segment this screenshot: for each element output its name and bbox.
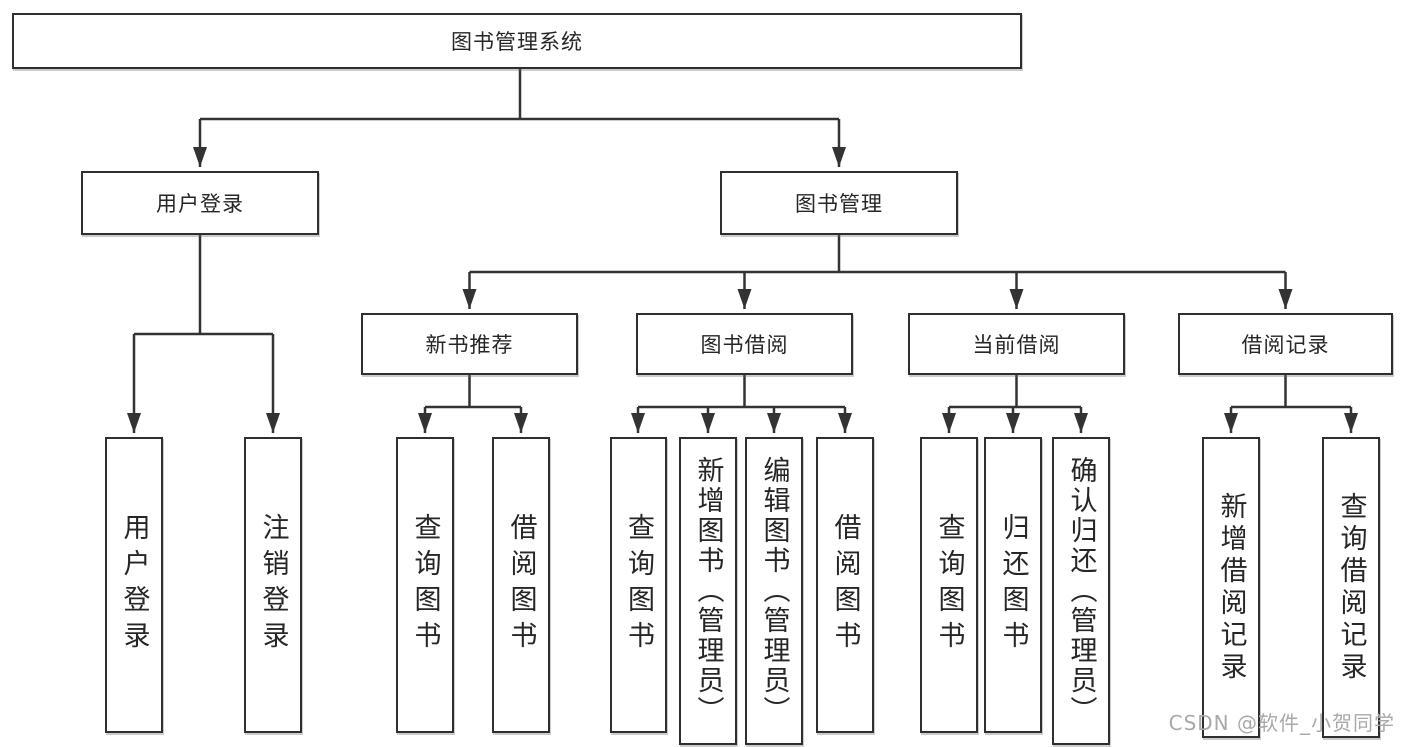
leaf-newbooks-query-books: 查询图书 xyxy=(396,437,454,733)
node-root-label: 图书管理系统 xyxy=(451,30,583,54)
node-book-borrow: 图书借阅 xyxy=(636,313,853,375)
leaf-return-books-label: 归还图书 xyxy=(997,513,1029,657)
current-borrow-group-connector xyxy=(942,375,1088,433)
leaf-confirm-return-admin: 确认归还（管理员） xyxy=(1052,437,1110,745)
node-book-mgmt-module-label: 图书管理 xyxy=(795,192,883,216)
borrow-records-group-connector xyxy=(1224,375,1358,433)
node-borrow-records: 借阅记录 xyxy=(1178,313,1393,375)
user-login-branch-connector xyxy=(127,235,280,433)
leaf-confirm-return-admin-label: 确认归还（管理员） xyxy=(1065,456,1097,726)
node-new-books: 新书推荐 xyxy=(361,313,578,375)
node-root-system: 图书管理系统 xyxy=(12,13,1022,69)
node-book-borrow-label: 图书借阅 xyxy=(700,333,789,357)
leaf-edit-books-admin-label: 编辑图书（管理员） xyxy=(758,456,790,726)
leaf-borrow-borrow-books: 借阅图书 xyxy=(816,437,874,733)
leaf-borrow-query-books-label: 查询图书 xyxy=(623,513,654,657)
node-book-mgmt-module: 图书管理 xyxy=(720,171,958,235)
node-new-books-label: 新书推荐 xyxy=(425,333,514,357)
leaf-add-borrow-record: 新增借阅记录 xyxy=(1202,437,1260,738)
book-mgmt-branch-connector xyxy=(462,235,1293,309)
leaf-borrow-borrow-books-label: 借阅图书 xyxy=(829,513,861,657)
leaf-newbooks-borrow-books-label: 借阅图书 xyxy=(505,513,537,657)
root-to-level2-connector xyxy=(193,69,846,167)
leaf-query-borrow-record-label: 查询借阅记录 xyxy=(1335,491,1367,684)
leaf-current-query-books-label: 查询图书 xyxy=(933,513,965,657)
leaf-add-books-admin: 新增图书（管理员） xyxy=(679,437,737,745)
leaf-newbooks-borrow-books: 借阅图书 xyxy=(492,437,550,733)
leaf-newbooks-query-books-label: 查询图书 xyxy=(409,513,441,657)
node-current-borrow-label: 当前借阅 xyxy=(972,333,1061,357)
node-user-login-module: 用户登录 xyxy=(81,171,319,235)
leaf-current-query-books: 查询图书 xyxy=(920,437,978,733)
leaf-borrow-query-books: 查询图书 xyxy=(610,437,667,733)
leaf-edit-books-admin: 编辑图书（管理员） xyxy=(745,437,803,745)
leaf-user-login: 用户登录 xyxy=(105,437,163,733)
leaf-add-books-admin-label: 新增图书（管理员） xyxy=(692,456,724,726)
csdn-watermark: CSDN @软件_小贺同学 xyxy=(1168,711,1395,735)
node-user-login-module-label: 用户登录 xyxy=(156,192,244,216)
leaf-logout: 注销登录 xyxy=(244,437,302,733)
leaf-return-books: 归还图书 xyxy=(984,437,1042,733)
leaf-query-borrow-record: 查询借阅记录 xyxy=(1322,437,1380,738)
leaf-user-login-label: 用户登录 xyxy=(118,513,150,657)
new-books-group-connector xyxy=(418,375,528,433)
node-borrow-records-label: 借阅记录 xyxy=(1241,333,1330,357)
leaf-add-borrow-record-label: 新增借阅记录 xyxy=(1215,491,1247,684)
node-current-borrow: 当前借阅 xyxy=(908,313,1125,375)
leaf-logout-label: 注销登录 xyxy=(257,513,289,657)
book-borrow-group-connector xyxy=(631,375,852,433)
